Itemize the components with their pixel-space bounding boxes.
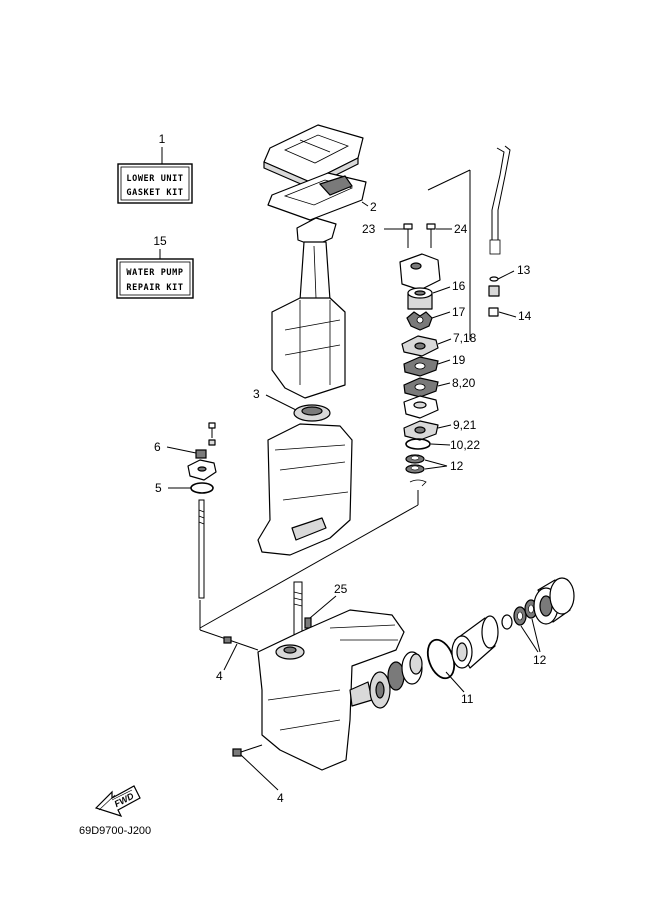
water-pump-kit-line1: WATER PUMP — [126, 268, 183, 278]
gasket-9-21 — [403, 420, 439, 441]
callout-10-22: 10,22 — [450, 438, 480, 452]
water-tube — [488, 145, 511, 317]
gasket-kit-line1: LOWER UNIT — [126, 174, 183, 184]
shift-rod-bolts — [208, 422, 216, 446]
shift-rod-holder — [187, 459, 217, 481]
callout-3: 3 — [253, 387, 260, 401]
grommet-6 — [195, 449, 207, 459]
callout-5: 5 — [155, 481, 162, 495]
callout-16: 16 — [452, 279, 466, 293]
callout-12-lower: 12 — [533, 653, 547, 667]
water-pump-kit-line2: REPAIR KIT — [126, 283, 183, 293]
callout-8-20: 8,20 — [452, 376, 476, 390]
callout-15: 15 — [153, 234, 167, 248]
group-bracket-upper — [427, 169, 471, 340]
upper-casing — [257, 423, 353, 556]
callout-9-21: 9,21 — [453, 418, 477, 432]
callout-1: 1 — [159, 132, 166, 146]
seal-part-3 — [293, 404, 331, 422]
driveshaft-housing — [271, 217, 346, 399]
gasket-7-18 — [401, 335, 439, 357]
callout-24: 24 — [454, 222, 468, 236]
callout-11: 11 — [461, 692, 474, 706]
screw-4-lower — [232, 744, 263, 757]
callout-17: 17 — [452, 305, 466, 319]
bolt-23 — [403, 223, 413, 248]
gasket-8-20 — [403, 377, 439, 398]
gasket-kit-box: 1 LOWER UNIT GASKET KIT — [117, 132, 193, 204]
callout-23: 23 — [362, 222, 376, 236]
pump-housing — [399, 253, 441, 291]
o-ring-5 — [190, 482, 214, 494]
pin-25 — [304, 617, 312, 629]
outer-plate-19 — [403, 356, 439, 377]
callout-4-upper: 4 — [216, 669, 223, 683]
impeller-17 — [406, 311, 433, 331]
bolt-24 — [426, 223, 436, 248]
bearing-housing-parts — [369, 651, 423, 709]
o-ring-10-22 — [405, 438, 431, 450]
screw-4-upper — [223, 636, 232, 644]
oil-seals-12-lower — [501, 599, 538, 630]
callout-6: 6 — [154, 440, 161, 454]
oil-seals-12-upper — [405, 454, 425, 474]
shift-rod — [198, 499, 205, 599]
gasket-part-2 — [267, 172, 367, 221]
fwd-arrow-icon: FWD — [94, 785, 141, 818]
callout-14: 14 — [518, 309, 532, 323]
ball-bearing — [533, 577, 575, 625]
callout-2: 2 — [370, 200, 377, 214]
callout-25: 25 — [334, 582, 348, 596]
callout-12-upper: 12 — [450, 459, 464, 473]
insert-cartridge-16 — [407, 287, 433, 310]
clip — [409, 479, 427, 487]
callout-13: 13 — [517, 263, 531, 277]
diagram-code: 69D9700-J200 — [79, 825, 151, 837]
pump-base — [403, 395, 439, 419]
callout-7-18: 7,18 — [453, 331, 477, 345]
group-bracket-lower — [199, 490, 419, 629]
gasket-kit-line2: GASKET KIT — [126, 188, 183, 198]
lower-casing — [257, 609, 405, 771]
water-pump-kit-box: 15 WATER PUMP REPAIR KIT — [116, 234, 194, 299]
propeller-shaft-housing — [451, 615, 499, 669]
callout-4-lower: 4 — [277, 791, 284, 805]
callout-19: 19 — [452, 353, 466, 367]
